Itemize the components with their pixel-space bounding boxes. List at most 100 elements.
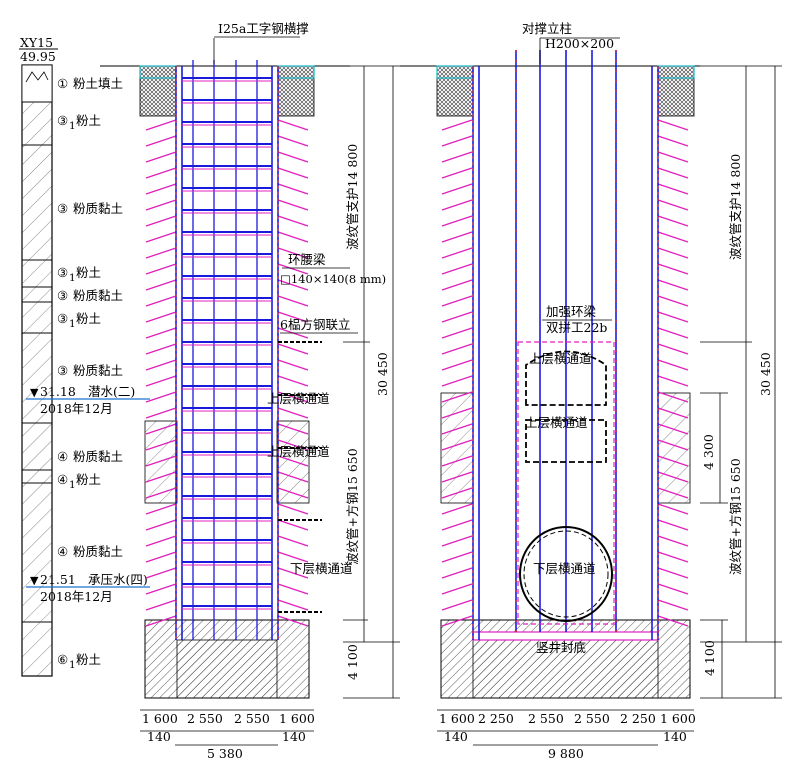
- soil-hatch-line: [657, 359, 689, 371]
- soil-hatch-line: [657, 519, 689, 531]
- soil-hatch-line: [277, 487, 309, 499]
- soil-hatch-line: [277, 167, 309, 179]
- support-lower-dim: 波纹管+方钢15 650: [345, 448, 360, 565]
- layer-label: ③: [57, 363, 68, 378]
- soil-hatch-line: [145, 375, 177, 387]
- layer-name: 粉质黏土: [73, 201, 123, 216]
- soil-hatch-line: [145, 151, 177, 163]
- soil-hatch-line: [657, 391, 689, 403]
- soil-hatch-line: [145, 487, 177, 499]
- dim-top-4: 2 550: [574, 711, 610, 726]
- borehole-elevation: 49.95: [20, 49, 56, 64]
- strut-label: I25a工字钢横撑: [218, 21, 309, 36]
- water-type: 承压水(四): [88, 572, 148, 587]
- layer-name: 粉土: [76, 472, 101, 487]
- soil-hatch-line: [277, 471, 309, 483]
- soil-hatch-line: [277, 343, 309, 355]
- soil-hatch-line: [145, 263, 177, 275]
- left-shaft-section: I25a工字钢横撑 环腰梁 □140×140(8 mm) 6榀方钢联立 上层横通…: [100, 21, 400, 761]
- soil-hatch-line: [441, 359, 473, 371]
- dim-bottom-2: 5 380: [207, 746, 243, 761]
- water-levels: ▼ 31.18 潜水(二) 2018年12月 ▼ 21.51 承压水(四) 20…: [26, 384, 150, 604]
- layer-name: 粉质黏土: [73, 288, 123, 303]
- passage-height-dim: 4 300: [701, 434, 716, 470]
- soil-hatch-line: [657, 151, 689, 163]
- layer-name: 粉土填土: [73, 76, 123, 91]
- soil-hatch-line: [277, 295, 309, 307]
- layer-label: ③: [57, 288, 68, 303]
- upper-passage-outline-2: [525, 419, 607, 463]
- soil-hatch-line: [145, 599, 177, 611]
- dim-bottom-1: 140: [147, 729, 171, 744]
- dim-top-3: 2 550: [528, 711, 564, 726]
- soil-hatch-line: [657, 567, 689, 579]
- soil-hatch-line: [441, 311, 473, 323]
- bottom-depth-dim: 4 100: [702, 640, 717, 676]
- dim-bottom-3: 140: [282, 729, 306, 744]
- soil-hatch-line: [657, 167, 689, 179]
- soil-hatch-line: [145, 615, 177, 627]
- dim-top-6: 1 600: [660, 711, 696, 726]
- borehole-layer: [21, 482, 53, 623]
- soil-hatch-line: [145, 247, 177, 259]
- soil-hatch-line: [441, 615, 473, 627]
- soil-hatch-line: [145, 455, 177, 467]
- soil-hatch-line: [277, 215, 309, 227]
- soil-hatch-line: [657, 119, 689, 131]
- soil-hatch-line: [277, 503, 309, 515]
- upper-passage-label-2: 上层横通道: [525, 415, 588, 430]
- dim-bottom-2: 9 880: [548, 746, 584, 761]
- soil-hatch-line: [441, 167, 473, 179]
- soil-hatch-line: [441, 343, 473, 355]
- soil-hatch-line: [657, 215, 689, 227]
- soil-hatch-line: [277, 423, 309, 435]
- layer-label: ④: [57, 449, 68, 464]
- soil-hatch-line: [277, 199, 309, 211]
- dim-bottom-1: 140: [444, 729, 468, 744]
- soil-hatch-line: [145, 391, 177, 403]
- layer-sub: 1: [69, 659, 76, 671]
- soil-hatch-line: [657, 311, 689, 323]
- lower-passage-inner: [523, 530, 609, 618]
- layer-label: ①: [57, 76, 68, 91]
- soil-hatch-line: [657, 551, 689, 563]
- soil-hatch-line: [441, 599, 473, 611]
- soil-hatch-line: [145, 519, 177, 531]
- soil-hatch-line: [277, 535, 309, 547]
- layer-label: ③: [57, 201, 68, 216]
- soil-hatch-line: [441, 503, 473, 515]
- soil-hatch-line: [277, 599, 309, 611]
- layer-label: ④: [57, 544, 68, 559]
- soil-hatch-line: [277, 391, 309, 403]
- soil-hatch-line: [145, 567, 177, 579]
- soil-hatch-line: [277, 151, 309, 163]
- soil-hatch-line: [277, 311, 309, 323]
- borehole-layer: [21, 144, 53, 261]
- dim-top-2: 2 550: [187, 711, 223, 726]
- borehole-layer: [21, 422, 53, 471]
- soil-hatch-line: [277, 183, 309, 195]
- water-level-value: 21.51: [40, 572, 76, 587]
- soil-hatch-line: [441, 135, 473, 147]
- soil-hatch-line: [277, 615, 309, 627]
- soil-hatch-line: [441, 247, 473, 259]
- right-shaft-section: 对撑立柱 H200×200 加强环梁 双拼工22b 上层横通道 上层横通道 下层…: [400, 21, 782, 761]
- borehole-layer: [21, 286, 53, 303]
- upper-passage-label: 上层横通道: [267, 391, 330, 406]
- soil-hatch-line: [657, 471, 689, 483]
- water-level-icon: ▼: [30, 574, 39, 587]
- soil-hatch-line: [145, 503, 177, 515]
- soil-hatch-line: [145, 551, 177, 563]
- soil-hatch-line: [441, 391, 473, 403]
- soil-hatch-line: [145, 423, 177, 435]
- upper-passage-label-2: 上层横通道: [267, 444, 330, 459]
- dim-bottom-3: 140: [663, 729, 687, 744]
- column-size: H200×200: [545, 36, 614, 51]
- layer-sub: 1: [69, 272, 76, 284]
- soil-hatch-line: [441, 535, 473, 547]
- soil-hatch-line: [441, 519, 473, 531]
- soil-hatch-line: [145, 167, 177, 179]
- soil-hatch-line: [441, 119, 473, 131]
- soil-hatch-line: [277, 551, 309, 563]
- soil-hatch-line: [441, 487, 473, 499]
